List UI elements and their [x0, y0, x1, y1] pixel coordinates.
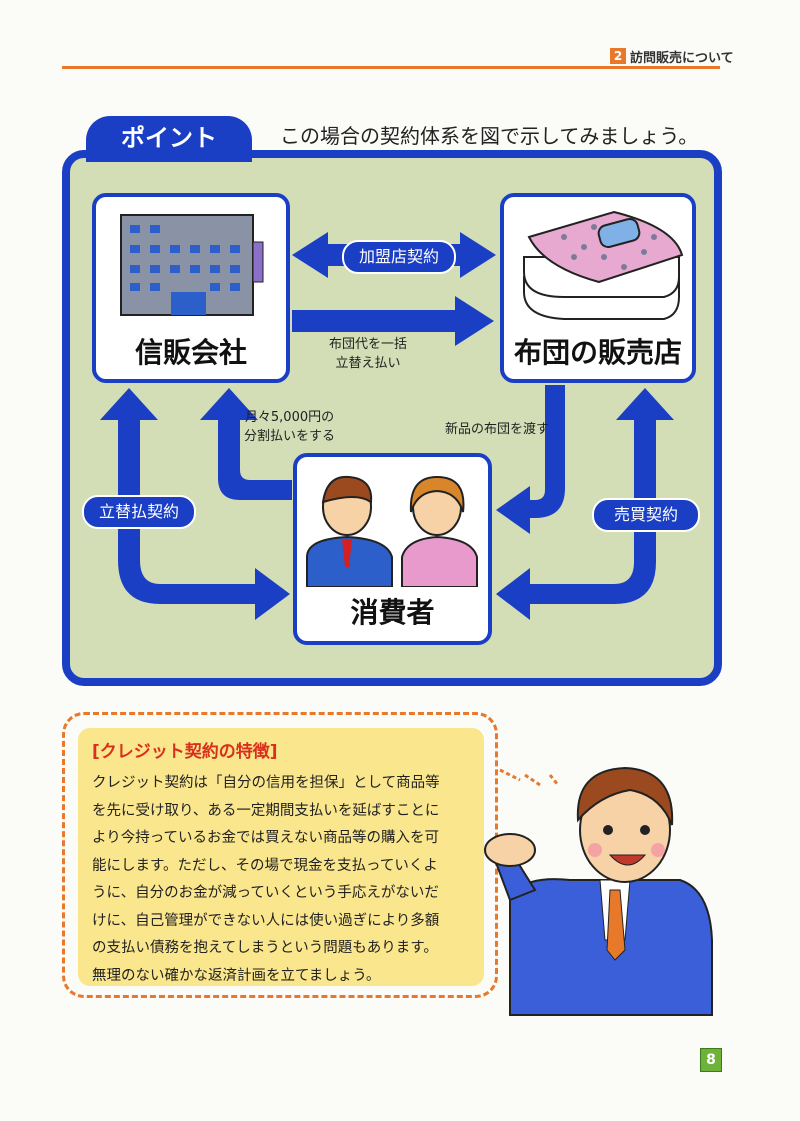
note-line: うに、自分のお金が減っていくという手応えがないだ — [92, 885, 439, 901]
note-line: の支払い債務を抱えてしまうという問題もあります。 — [92, 940, 438, 956]
credit-company-label: 信販会社 — [134, 336, 247, 369]
section-number-badge: 2 — [610, 48, 626, 64]
futon-store-box: 布団の販売店 — [500, 193, 696, 383]
deliver-futon-arrow — [496, 385, 565, 534]
consumer-label: 消費者 — [350, 596, 435, 629]
sales-contract-label: 売買契約 — [592, 498, 700, 532]
note-line: けに、自己管理ができない人には使い過ぎにより多額 — [92, 912, 440, 929]
advance-contract-label: 立替払契約 — [82, 495, 196, 529]
note-line: クレジット契約は「自分の信用を担保」として商品等 — [92, 775, 440, 791]
futon-store-label: 布団の販売店 — [513, 336, 682, 369]
point-tab: ポイント — [86, 116, 252, 162]
consumer-box: 消費者 — [293, 453, 492, 645]
advance-payment-label: 布団代を一括 立替え払い — [328, 337, 407, 371]
point-lead-text: この場合の契約体系を図で示してみましょう。 — [280, 124, 699, 148]
consumers-illustration — [306, 475, 478, 588]
page-number: 8 — [700, 1048, 722, 1072]
advance-payment-arrow — [292, 296, 494, 346]
installment-label: 月々5,000円の 分割払いをする — [243, 410, 335, 444]
office-building-icon — [120, 214, 264, 316]
credit-company-box: 信販会社 — [92, 193, 290, 383]
header-rule — [62, 66, 720, 69]
note-line: 無理のない確かな返済計画を立てましょう。 — [92, 967, 381, 984]
note-title: [クレジット契約の特徴] — [92, 742, 278, 762]
note-line: 能にします。ただし、その場で現金を支払っていくよ — [92, 857, 438, 874]
member-store-contract-label: 加盟店契約 — [342, 240, 456, 274]
note-box — [78, 728, 484, 986]
section-title: 訪問販売について — [630, 51, 734, 66]
deliver-futon-label: 新品の布団を渡す — [444, 422, 549, 437]
presenter-illustration — [484, 766, 713, 1016]
installment-arrow — [200, 388, 292, 500]
note-line: を先に受け取り、ある一定期間支払いを延ばすことに — [92, 802, 440, 819]
note-line: より今持っているお金では買えない商品等の購入を可 — [92, 830, 439, 846]
note-body: クレジット契約は「自分の信用を担保」として商品等 を先に受け取り、ある一定期間支… — [92, 770, 482, 990]
futon-stack-icon — [523, 210, 684, 320]
